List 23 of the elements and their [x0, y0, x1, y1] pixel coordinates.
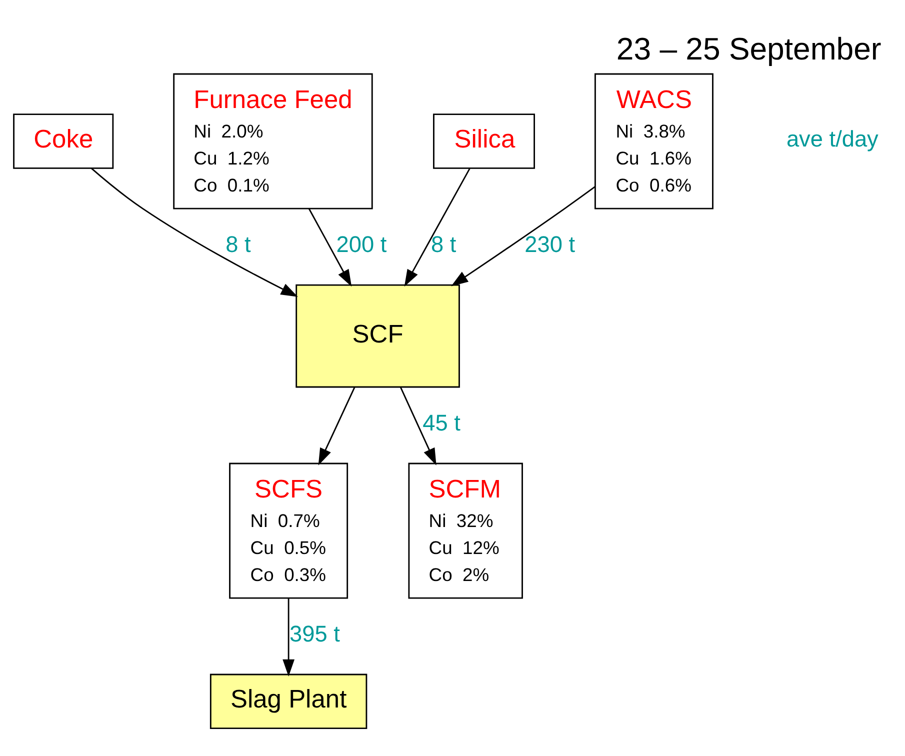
arrow	[282, 598, 295, 676]
edge-label: 230 t	[524, 230, 576, 257]
arrow	[404, 168, 470, 286]
node-box: SCF	[296, 284, 460, 388]
edge-label: 45 t	[422, 409, 460, 436]
node-box: SCFM Ni 32% Cu 12% Co 2%	[408, 462, 523, 598]
arrow	[400, 386, 436, 465]
arrow	[451, 186, 596, 286]
node-box: WACS Ni 3.8% Cu 1.6% Co 0.6%	[594, 72, 714, 209]
node-box: Coke	[13, 113, 114, 168]
label: ave t/day	[786, 125, 878, 152]
edge-label: 200 t	[336, 230, 387, 257]
node-box: Silica	[433, 113, 535, 168]
edge-label: 8 t	[226, 230, 251, 257]
arrow	[318, 386, 356, 465]
node-box: Slag Plant	[210, 673, 368, 729]
edge-label: 395 t	[290, 620, 340, 646]
node-box: SCFS Ni 0.7% Cu 0.5% Co 0.3%	[229, 462, 348, 598]
edge-label: 8 t	[431, 230, 456, 257]
node-box: Furnace Feed Ni 2.0% Cu 1.2% Co 0.1%	[173, 72, 373, 209]
arrow	[308, 208, 352, 286]
diagram-title: 23 – 25 September	[616, 30, 882, 66]
arrow	[90, 167, 298, 296]
